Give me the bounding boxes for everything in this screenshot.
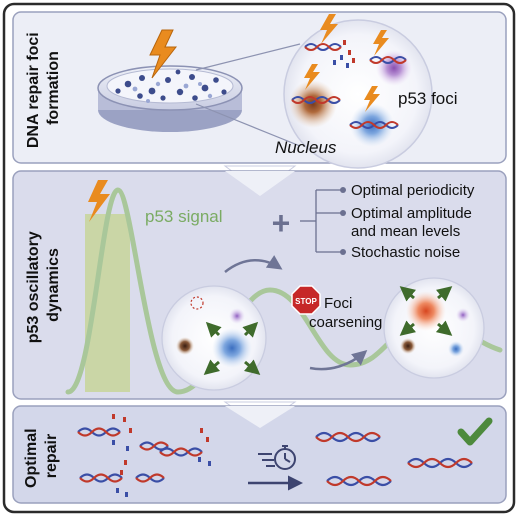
bottom-side-label: Optimal repair (23, 424, 60, 488)
petri-dish-icon (97, 65, 243, 132)
factors-bracket (300, 189, 342, 253)
lightning-icon (304, 64, 320, 90)
stopwatch-icon (258, 445, 296, 470)
coarsening-label: Foci coarsening (309, 295, 382, 331)
lightning-icon (364, 86, 380, 112)
stop-sign-icon: STOP (291, 285, 321, 315)
dna-helix-icon (315, 431, 473, 487)
broken-dna-icon (333, 40, 355, 68)
panel-optimal-repair: Optimal repair (12, 405, 507, 504)
flow-chevron (225, 406, 295, 428)
p53-signal-label: p53 signal (145, 207, 223, 226)
panel-foci-formation: DNA repair foci formation (12, 11, 507, 169)
dna-helix-icon (291, 43, 407, 129)
arrow-icon (224, 255, 283, 273)
zoom-line-bottom (195, 103, 301, 147)
top-side-label: DNA repair foci formation (25, 28, 62, 148)
middle-side-label: p53 oscillatory dynamics (25, 227, 62, 344)
zoom-line-top (195, 43, 301, 71)
factor-amplitude: Optimal amplitude (351, 205, 472, 222)
factor-periodicity: Optimal periodicity (351, 182, 475, 199)
lightning-icon (320, 14, 338, 44)
p53-foci-label: p53 foci (398, 89, 458, 108)
flow-chevron (225, 171, 295, 196)
broken-dna-icon (77, 427, 203, 483)
nucleus-icon (383, 277, 485, 379)
lightning-icon (149, 29, 178, 79)
lightning-icon (88, 180, 110, 222)
checkmark-icon (457, 417, 493, 446)
nucleus-label: Nucleus (275, 138, 337, 157)
svg-text:STOP: STOP (295, 297, 317, 306)
factor-mean-levels: and mean levels (351, 223, 460, 240)
nucleus-icon (283, 19, 433, 169)
plus-icon: + (272, 205, 291, 241)
factor-noise: Stochastic noise (351, 244, 460, 261)
broken-dna-icon (112, 414, 211, 497)
nucleus-icon (161, 285, 267, 391)
lightning-icon (373, 30, 389, 56)
arrow-icon (309, 350, 368, 371)
panel-oscillatory-dynamics: p53 oscillatory dynamics p53 signal + Op… (12, 170, 507, 400)
